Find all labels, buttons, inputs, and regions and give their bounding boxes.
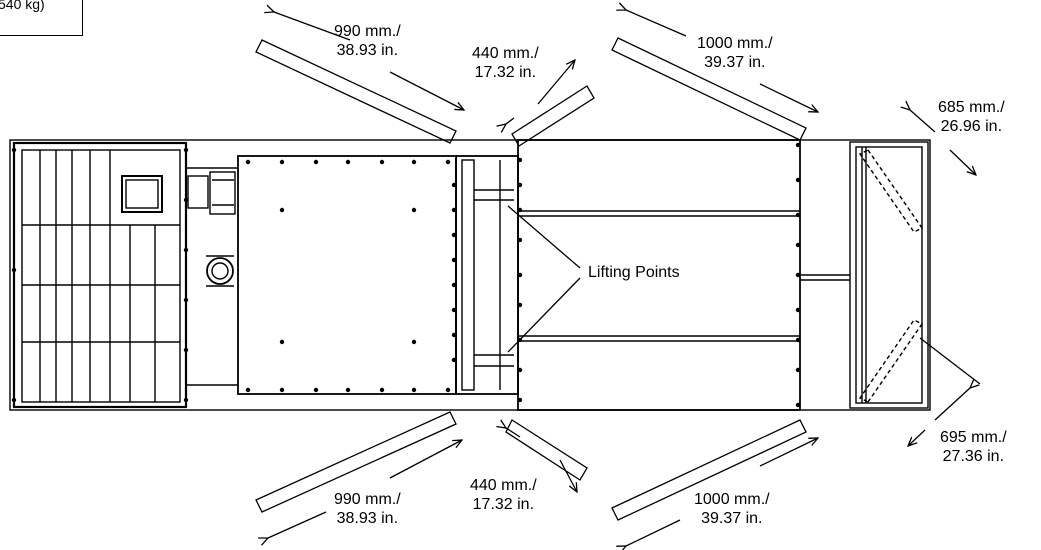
lifting-points-leader-top — [507, 205, 581, 269]
rivet-dot — [183, 347, 189, 353]
lifting-points-leader-bottom — [507, 277, 581, 353]
dim-in: 38.93 in. — [336, 510, 399, 527]
rivet-dot — [795, 177, 801, 183]
rivet-dot — [795, 337, 801, 343]
dim-label-right-695: 695 mm./ 27.36 in. — [940, 428, 1007, 466]
rivet-dot — [11, 267, 17, 273]
compressor-area — [186, 167, 238, 386]
dim-label-bottom-left-990: 990 mm./ 38.93 in. — [334, 490, 401, 528]
rivet-dot — [445, 159, 451, 165]
rivet-dot — [379, 159, 385, 165]
rivet-dot — [451, 282, 457, 288]
fork-bar-top-right — [611, 37, 807, 141]
dim-label-right-685: 685 mm./ 26.96 in. — [938, 98, 1005, 136]
rivet-dot — [517, 302, 523, 308]
dim-mm: 1000 mm./ — [697, 35, 773, 52]
rivet-dot — [345, 159, 351, 165]
rivet-dot — [517, 397, 523, 403]
rivet-dot — [451, 307, 457, 313]
rivet-dot — [795, 212, 801, 218]
rivet-dot — [183, 247, 189, 253]
dim-mm: 685 mm./ — [938, 99, 1005, 116]
rivet-dot — [379, 387, 385, 393]
rivet-dot — [795, 272, 801, 278]
weight-note-box: 540 kg) — [0, 0, 83, 36]
rivet-dot — [451, 332, 457, 338]
rivet-dot — [795, 142, 801, 148]
rivet-dot — [451, 207, 457, 213]
dim-in: 17.32 in. — [474, 64, 537, 81]
rivet-dot — [795, 367, 801, 373]
rivet-dot — [517, 272, 523, 278]
dim-in: 26.96 in. — [940, 118, 1003, 135]
dim-mm: 440 mm./ — [470, 477, 537, 494]
dim-in: 39.37 in. — [704, 54, 766, 71]
rivet-dot — [517, 237, 523, 243]
rivet-dot — [245, 387, 251, 393]
fork-bar-top-mid — [511, 85, 595, 147]
rivet-dot — [313, 159, 319, 165]
dim-in: 17.32 in. — [472, 496, 535, 513]
right-frame — [800, 141, 929, 409]
dim-label-top-left-990: 990 mm./ 38.93 in. — [334, 22, 401, 60]
lifting-frame — [455, 155, 519, 395]
rivet-dot — [451, 357, 457, 363]
rivet-dot — [279, 387, 285, 393]
rivet-dot — [279, 207, 285, 213]
rivet-dot — [517, 367, 523, 373]
rivet-dot — [183, 397, 189, 403]
dim-in: 27.36 in. — [942, 448, 1005, 465]
rivet-dot — [411, 387, 417, 393]
rivet-dot — [795, 307, 801, 313]
dim-mm: 440 mm./ — [472, 45, 539, 62]
lifting-points-label: Lifting Points — [588, 264, 680, 281]
access-panel — [237, 155, 457, 395]
rivet-dot — [11, 397, 17, 403]
rivet-dot — [795, 402, 801, 408]
rivet-dot — [279, 339, 285, 345]
rivet-dot — [445, 387, 451, 393]
fork-bar-bottom-mid — [505, 419, 588, 481]
rivet-dot — [517, 157, 523, 163]
dim-label-bottom-1000: 1000 mm./ 39.37 in. — [694, 490, 770, 528]
dim-label-top-1000: 1000 mm./ 39.37 in. — [697, 34, 773, 72]
rivet-dot — [183, 297, 189, 303]
rivet-dot — [411, 339, 417, 345]
rivet-dot — [245, 159, 251, 165]
rivet-dot — [411, 207, 417, 213]
dim-mm: 695 mm./ — [940, 429, 1007, 446]
rivet-dot — [517, 182, 523, 188]
rivet-dot — [183, 197, 189, 203]
dim-in: 38.93 in. — [336, 42, 399, 59]
dim-label-bottom-440: 440 mm./ 17.32 in. — [470, 476, 537, 514]
rivet-dot — [795, 242, 801, 248]
dim-mm: 990 mm./ — [334, 23, 401, 40]
rivet-dots — [11, 142, 801, 408]
rivet-dot — [313, 387, 319, 393]
rivet-dot — [517, 207, 523, 213]
rivet-dot — [11, 147, 17, 153]
rivet-dot — [279, 159, 285, 165]
rivet-dot — [451, 232, 457, 238]
dim-in: 39.37 in. — [701, 510, 763, 527]
rivet-dot — [451, 182, 457, 188]
coil-section — [12, 141, 188, 409]
weight-note-text: 540 kg) — [0, 0, 45, 12]
dim-label-top-440: 440 mm./ 17.32 in. — [472, 44, 539, 82]
rivet-dot — [345, 387, 351, 393]
dim-mm: 990 mm./ — [334, 491, 401, 508]
dim-mm: 1000 mm./ — [694, 491, 770, 508]
fork-bar-bottom-left — [255, 411, 457, 513]
rivet-dot — [411, 159, 417, 165]
fork-bar-top-left — [255, 39, 457, 144]
fork-bar-bottom-right — [611, 419, 807, 521]
unit-outline — [9, 139, 931, 411]
rivet-dot — [451, 257, 457, 263]
rivet-dot — [183, 147, 189, 153]
